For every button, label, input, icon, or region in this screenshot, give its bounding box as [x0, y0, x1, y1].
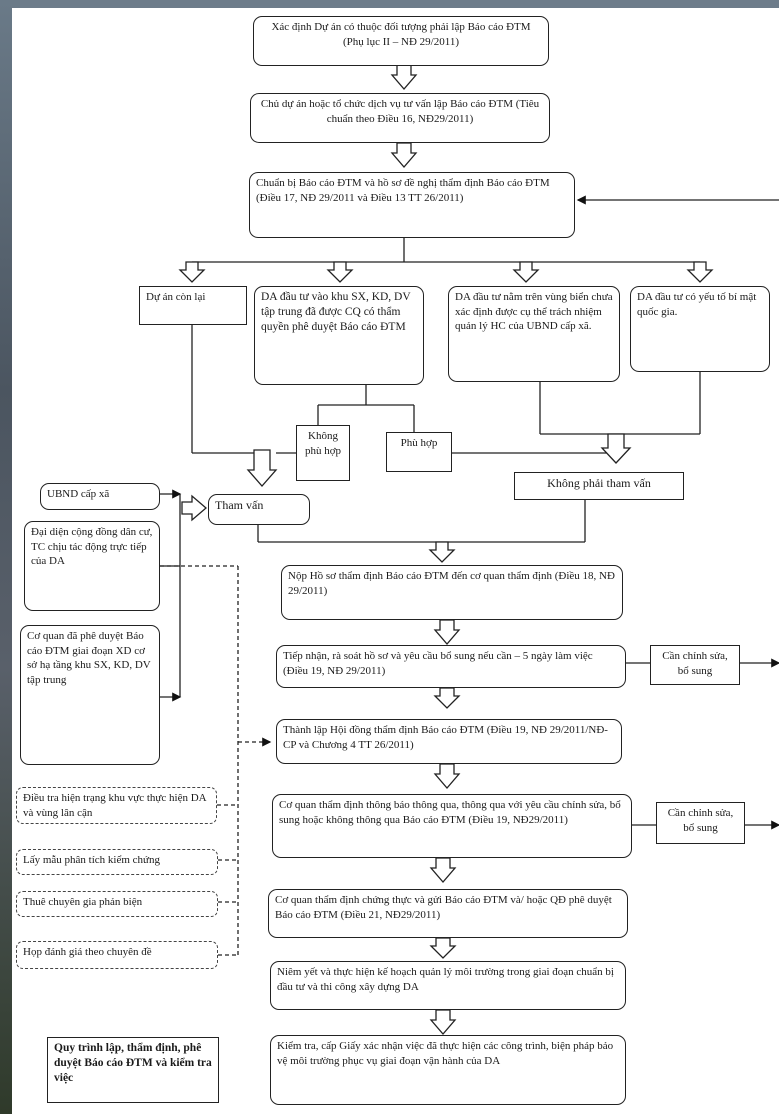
arrow-down [429, 1009, 457, 1035]
decision-not-suitable: Không phù hợp [296, 425, 350, 481]
step-inspect-certify: Kiểm tra, cấp Giấy xác nhận việc đã thực… [270, 1035, 626, 1105]
arrow-down [429, 857, 457, 883]
step-identify-project: Xác định Dự án có thuộc đối tượng phải l… [253, 16, 549, 66]
diagram-caption: Quy trình lập, thẩm định, phê duyệt Báo … [47, 1037, 219, 1103]
step-establish-council: Thành lập Hội đồng thẩm định Báo cáo ĐTM… [276, 719, 622, 764]
step-submit-dossier: Nộp Hồ sơ thẩm định Báo cáo ĐTM đến cơ q… [281, 565, 623, 620]
arrow-down [433, 687, 461, 709]
consult-approving-agency: Cơ quan đã phê duyệt Báo cáo ĐTM giai đo… [20, 625, 160, 765]
branch-sea-area: DA đầu tư nằm trên vùng biển chưa xác đị… [448, 286, 620, 382]
branch-national-secret: DA đầu tư có yếu tố bí mật quốc gia. [630, 286, 770, 372]
background-top [0, 0, 779, 10]
revise-box-1: Cần chỉnh sửa, bổ sung [650, 645, 740, 685]
arrow-down [178, 261, 206, 283]
step-notify-result: Cơ quan thẩm định thông báo thông qua, t… [272, 794, 632, 858]
branch-remaining-projects: Dự án còn lại [139, 286, 247, 325]
arrow-down [390, 142, 418, 168]
decision-suitable: Phù hợp [386, 432, 452, 472]
support-site-survey: Điều tra hiện trạng khu vực thực hiện DA… [16, 787, 217, 824]
support-expert-review: Thuê chuyên gia phản biện [16, 891, 218, 917]
step-project-owner: Chủ dự án hoặc tổ chức dịch vụ tư vấn lậ… [250, 93, 550, 143]
support-topic-meeting: Họp đánh giá theo chuyên đề [16, 941, 218, 969]
arrow-right [181, 494, 207, 522]
step-prepare-report: Chuẩn bị Báo cáo ĐTM và hồ sơ đề nghị th… [249, 172, 575, 238]
consult-commune-committee: UBND cấp xã [40, 483, 160, 510]
support-sampling: Lấy mẫu phân tích kiểm chứng [16, 849, 218, 875]
arrow-down [433, 763, 461, 789]
arrow-down [686, 261, 714, 283]
arrow-down [429, 937, 457, 959]
arrow-down [433, 619, 461, 645]
revise-box-2: Cần chỉnh sửa, bổ sung [656, 802, 745, 844]
decision-consult: Tham vấn [208, 494, 310, 525]
arrow-down [246, 449, 278, 487]
arrow-down [428, 541, 456, 563]
decision-no-consult: Không phải tham vấn [514, 472, 684, 500]
arrow-down [600, 433, 632, 464]
arrow-down [512, 261, 540, 283]
step-receive-review: Tiếp nhận, rà soát hồ sơ và yêu cầu bổ s… [276, 645, 626, 688]
arrow-down [390, 64, 418, 90]
step-certify-send: Cơ quan thẩm định chứng thực và gửi Báo … [268, 889, 628, 938]
arrow-down [326, 261, 354, 283]
branch-industrial-zone: DA đầu tư vào khu SX, KD, DV tập trung đ… [254, 286, 424, 385]
consult-community-representative: Đại diện cộng đồng dân cư, TC chịu tác đ… [24, 521, 160, 611]
step-post-implement: Niêm yết và thực hiện kế hoạch quản lý m… [270, 961, 626, 1010]
